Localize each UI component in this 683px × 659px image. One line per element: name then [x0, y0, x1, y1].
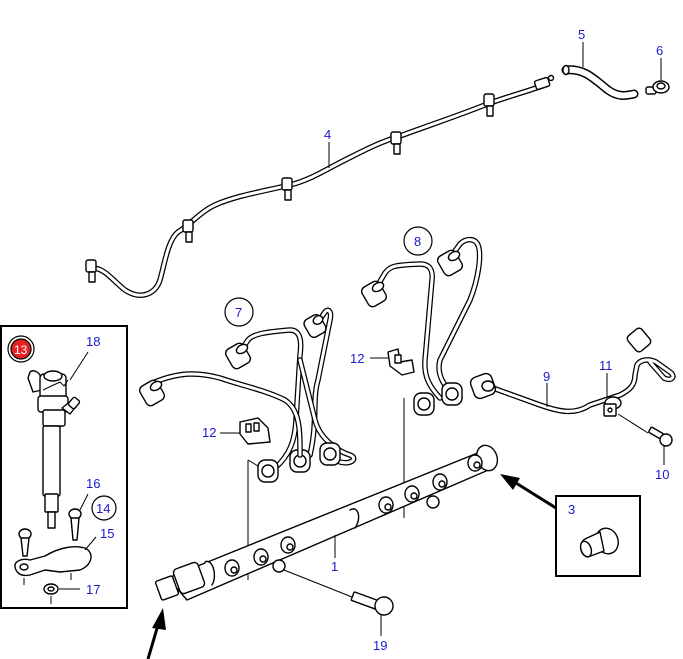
callout-10[interactable]: 10	[655, 467, 669, 482]
bolt-axis-line	[283, 569, 353, 598]
pipe-clip[interactable]	[387, 348, 415, 376]
callout-6[interactable]: 6	[656, 43, 663, 58]
callout-circle-7	[224, 297, 254, 327]
callout-3[interactable]: 3	[568, 502, 575, 517]
pipe-nut	[289, 449, 311, 473]
pipe-nut	[436, 249, 464, 277]
banjo-fitting[interactable]	[645, 80, 670, 95]
delivery-pipe-set-rear[interactable]	[360, 236, 483, 416]
callout-13[interactable]: 13	[14, 343, 28, 357]
rail-port	[432, 473, 448, 491]
callout-4[interactable]: 4	[324, 127, 331, 142]
rail-port	[467, 454, 483, 472]
rail-port	[280, 536, 296, 554]
callout-8[interactable]: 8	[414, 234, 421, 249]
callout-12-upper[interactable]: 12	[350, 351, 364, 366]
callout-circle-14	[91, 495, 117, 521]
pipe-nut	[441, 382, 463, 406]
clamp-yoke[interactable]	[14, 546, 92, 577]
rail-mounting-bolt[interactable]	[350, 591, 394, 616]
callout-17[interactable]: 17	[86, 582, 100, 597]
hose-connector	[182, 219, 194, 243]
leader-line-16	[79, 493, 89, 511]
callout-19[interactable]: 19	[373, 638, 387, 653]
callout-11[interactable]: 11	[599, 358, 613, 373]
rail-port	[404, 485, 420, 503]
injector[interactable]	[27, 370, 81, 529]
hose-connector	[390, 131, 402, 155]
callout-12-lower[interactable]: 12	[202, 425, 216, 440]
rail-port	[378, 496, 394, 514]
rail-port	[224, 559, 240, 577]
callout-14[interactable]: 14	[96, 501, 110, 516]
hose-connector	[281, 177, 293, 201]
pipe-clip[interactable]	[239, 417, 271, 445]
callout-9[interactable]: 9	[543, 369, 550, 384]
callout-7[interactable]: 7	[235, 305, 242, 320]
callout-circle-13	[10, 338, 32, 360]
hose-connector	[85, 259, 97, 283]
screw-axis-line	[617, 413, 649, 434]
pipe-nut	[360, 280, 388, 308]
leader-line-15	[84, 536, 97, 551]
rail-port	[253, 548, 269, 566]
pipe-nut	[469, 372, 497, 400]
pipe-nut	[413, 392, 435, 416]
retaining-clip[interactable]	[42, 379, 69, 391]
view-arrow	[500, 474, 557, 510]
bolt-16[interactable]	[68, 508, 82, 541]
sealing-washer[interactable]	[43, 583, 59, 595]
callout-18[interactable]: 18	[86, 334, 100, 349]
detail-box-3	[555, 495, 641, 577]
pipe-nut	[257, 459, 279, 483]
install-line	[247, 459, 259, 467]
pipe-nut	[319, 442, 341, 466]
callout-1[interactable]: 1	[331, 559, 338, 574]
rail-mount-lug	[272, 559, 286, 573]
callout-circle-13-ring	[7, 335, 35, 363]
rail-mount-lug	[426, 495, 440, 509]
screw[interactable]	[648, 426, 673, 447]
callout-5[interactable]: 5	[578, 27, 585, 42]
hose-connector	[483, 93, 495, 117]
pipe-nut	[626, 327, 652, 353]
leader-line-18	[69, 351, 89, 381]
pipe-clamp[interactable]	[603, 396, 622, 417]
delivery-pipe-9[interactable]	[469, 327, 676, 415]
delivery-pipe-set-front[interactable]	[224, 307, 357, 483]
hose[interactable]	[561, 64, 639, 100]
pipe-nut	[138, 379, 166, 407]
pipe-nut	[303, 313, 327, 339]
view-arrow	[146, 608, 166, 659]
bolt[interactable]	[18, 528, 32, 557]
callout-16[interactable]: 16	[86, 476, 100, 491]
pipe-nut	[224, 342, 252, 370]
rail-plug[interactable]	[579, 525, 622, 558]
callout-15[interactable]: 15	[100, 526, 114, 541]
delivery-pipe[interactable]	[138, 371, 303, 458]
fuel-rail[interactable]	[154, 442, 501, 601]
callout-circle-8	[403, 226, 433, 256]
return-fuel-hose[interactable]	[85, 74, 555, 298]
